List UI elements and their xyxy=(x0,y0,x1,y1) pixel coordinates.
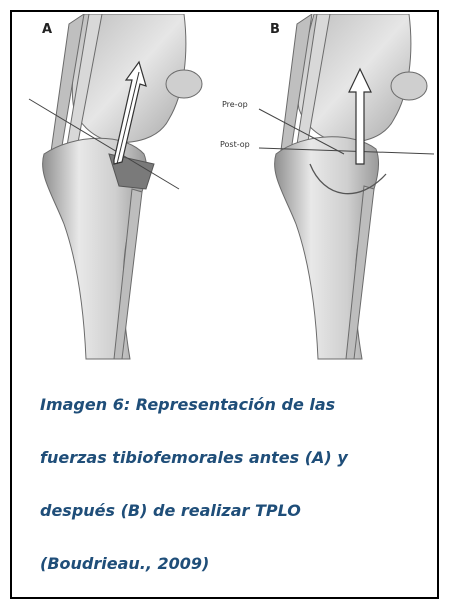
caption-line: (Boudrieau., 2009) xyxy=(40,554,435,574)
figure-caption: Imagen 6: Representación de las fuerzas … xyxy=(40,395,435,574)
knee-illustration xyxy=(14,14,434,366)
panel-a-label: A xyxy=(42,22,52,37)
caption-line: Imagen 6: Representación de las xyxy=(40,395,435,415)
pre-op-annotation: Pre-op xyxy=(222,100,248,109)
post-op-annotation: Post-op xyxy=(220,140,250,149)
panel-b-label: B xyxy=(270,22,280,37)
panel-a-illustration xyxy=(29,14,202,359)
panel-b-illustration xyxy=(259,14,434,359)
caption-line: fuerzas tibiofemorales antes (A) y xyxy=(40,448,435,468)
anatomy-figure xyxy=(14,14,434,366)
caption-line: después (B) de realizar TPLO xyxy=(40,501,435,521)
